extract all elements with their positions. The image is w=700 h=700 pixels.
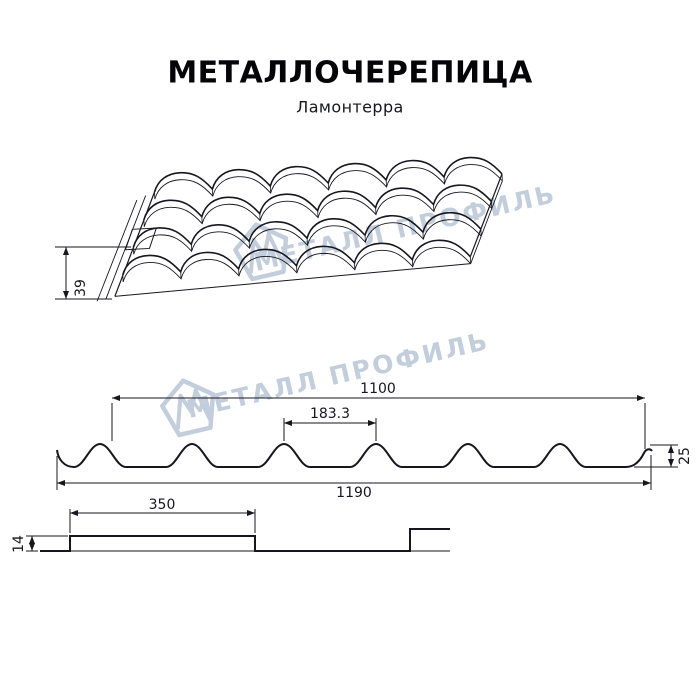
sheet-left-edge — [114, 191, 156, 297]
wave-row-step — [154, 164, 503, 200]
cross-section-profile — [56, 395, 678, 490]
metall-profil-logo-icon — [233, 222, 289, 282]
dim-label-full-width: 1190 — [336, 485, 372, 501]
logo-m-mark — [248, 232, 286, 274]
step-curve — [40, 528, 450, 552]
dim-label-step-height: 14 — [11, 535, 27, 553]
profile-curve — [56, 442, 653, 469]
extension-line — [634, 444, 678, 468]
extension-line — [26, 535, 68, 552]
sheet-left-strip — [96, 195, 147, 302]
metall-profil-logo-icon — [160, 378, 216, 438]
dimension-25 — [634, 444, 678, 468]
dim-label-wave-height: 25 — [677, 447, 693, 465]
ridge-tab — [124, 227, 158, 251]
dim-label-profile-height: 39 — [73, 279, 89, 297]
logo-m-mark — [175, 388, 213, 430]
dim-label-module-length: 350 — [148, 497, 176, 513]
page-subtitle: Ламонтерра — [296, 97, 404, 117]
dim-label-cover-width: 1100 — [360, 381, 396, 397]
dimension-14 — [26, 535, 68, 552]
wave-row — [153, 156, 503, 193]
dimension-39 — [55, 246, 131, 300]
dim-label-wave-pitch: 183.3 — [309, 406, 351, 422]
page-title: МЕТАЛЛОЧЕРЕПИЦА — [167, 55, 533, 91]
side-step-profile — [26, 509, 450, 552]
